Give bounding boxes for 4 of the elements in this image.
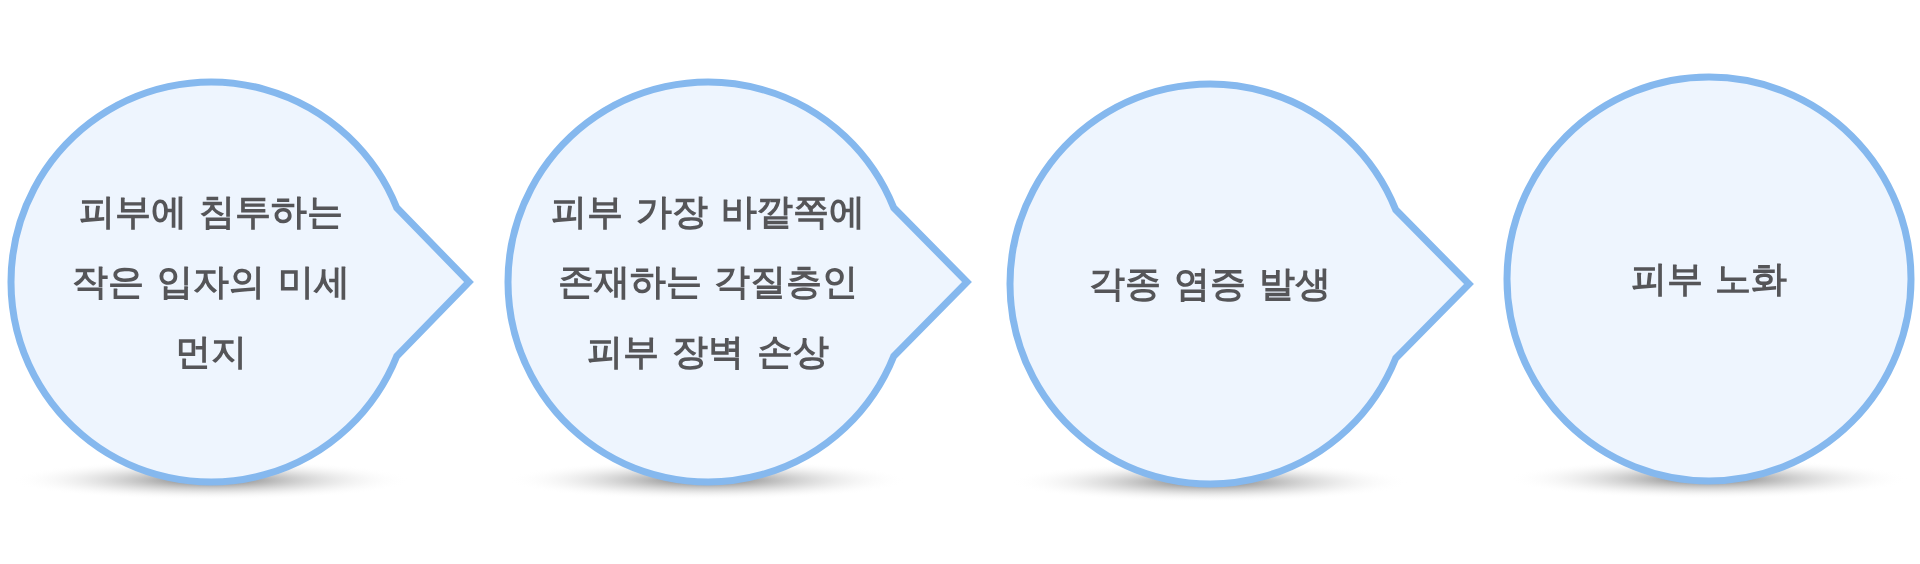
bubble-text: 피부 노화 [1629, 257, 1789, 301]
bubble-text: 피부 가장 바깥쪽에 존재하는 각질층인 피부 장벽 손상 [550, 190, 866, 374]
bubble-text: 피부에 침투하는 작은 입자의 미세먼지 [71, 190, 351, 374]
bubble-text: 각종 염증 발생 [1088, 262, 1332, 306]
